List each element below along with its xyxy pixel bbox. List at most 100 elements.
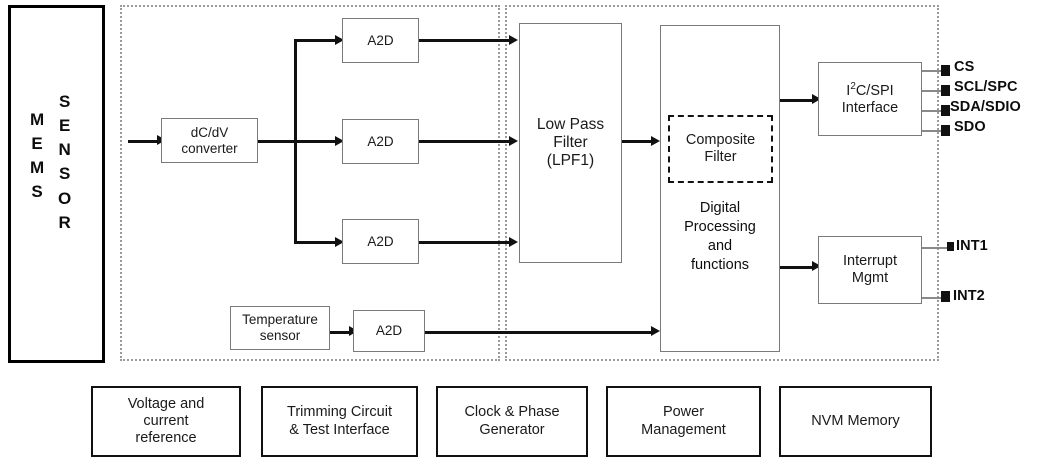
support-2-line2: Generator [479, 421, 545, 438]
connector-adc-x-to-lpf [419, 39, 511, 42]
pin-stub-cs [922, 70, 944, 72]
arrowhead-lpf-in-z [509, 237, 518, 247]
arrowhead-processing-in-temp [651, 326, 660, 336]
adc-block-temperature[interactable]: A2D [353, 310, 425, 352]
pin-pad-sdo[interactable] [941, 125, 950, 136]
pin-label-cs: CS [954, 59, 975, 75]
arrowhead-adc-x-in [335, 35, 344, 45]
i2c-spi-interface-block[interactable]: I2C/SPI Interface [818, 62, 922, 136]
support-2-line1: Clock & Phase [464, 404, 560, 421]
pin-stub-sdo [922, 130, 944, 132]
interface-line2: Interface [841, 99, 899, 116]
mems-sensor-block[interactable] [8, 5, 105, 363]
composite-filter-line1: Composite [685, 131, 756, 148]
support-block-voltage-current-reference[interactable]: Voltage and current reference [91, 386, 241, 457]
pin-pad-sda[interactable] [941, 105, 950, 116]
lpf-line3: (LPF1) [546, 152, 595, 170]
interface-prefix: I [846, 82, 851, 99]
support-0-line3: reference [135, 430, 197, 447]
arrowhead-lpf-in-x [509, 35, 518, 45]
interface-superscript: 2 [850, 80, 856, 92]
mems-label: M E M S [30, 108, 45, 205]
arrowhead-interrupt-in [812, 261, 821, 271]
pin-label-sda: SDA/SDIO [950, 99, 1021, 115]
pin-pad-int1[interactable] [947, 242, 954, 251]
dcdv-converter-block[interactable]: dC/dV converter [161, 118, 258, 163]
connector-bus-to-adc-z [294, 241, 338, 244]
sensor-letter: E [58, 116, 71, 136]
converter-line2: converter [181, 140, 238, 156]
pin-stub-int2 [922, 297, 942, 299]
mems-letter: E [31, 134, 44, 154]
interrupt-line1: Interrupt [843, 252, 897, 269]
lpf-line2: Filter [553, 133, 588, 151]
sensor-letter: N [58, 140, 72, 160]
connector-adc-bus-vertical [294, 40, 297, 244]
composite-filter-block[interactable]: Composite Filter [668, 115, 773, 183]
arrowhead-lpf-in-y [509, 136, 518, 146]
adc-x-label: A2D [367, 32, 394, 48]
temperature-sensor-block[interactable]: Temperature sensor [230, 306, 330, 350]
pin-pad-int2[interactable] [941, 291, 950, 302]
temp-sensor-line1: Temperature [242, 312, 318, 328]
arrowhead-interface-in [812, 94, 821, 104]
composite-filter-line2: Filter [704, 149, 737, 165]
interface-suffix: C/SPI [855, 82, 894, 99]
mems-letter: M [30, 110, 45, 129]
connector-adc-y-to-lpf [419, 140, 511, 143]
interrupt-line2: Mgmt [851, 270, 889, 286]
support-4-line1: NVM Memory [811, 412, 900, 429]
processing-line2: Processing [684, 218, 756, 235]
support-0-line1: Voltage and [127, 395, 205, 412]
digital-section-region [505, 5, 939, 361]
connector-processing-to-interface [780, 99, 815, 102]
interrupt-mgmt-block[interactable]: Interrupt Mgmt [818, 236, 922, 304]
pin-stub-sda [922, 110, 944, 112]
pin-pad-cs[interactable] [941, 65, 950, 76]
support-1-line1: Trimming Circuit [287, 404, 392, 421]
support-3-line2: Management [641, 421, 726, 438]
connector-temp-to-adc [330, 331, 352, 334]
mems-letter: S [31, 182, 44, 202]
temp-sensor-line2: sensor [259, 328, 301, 343]
pin-label-scl: SCL/SPC [954, 79, 1018, 95]
sensor-letter: S [58, 164, 71, 184]
sensor-letter: S [58, 92, 71, 111]
sensor-letter: R [58, 212, 72, 232]
support-block-nvm-memory[interactable]: NVM Memory [779, 386, 932, 457]
sensor-letter: O [58, 188, 72, 208]
sensor-label: S E N S O R [58, 90, 72, 235]
connector-processing-to-interrupt [780, 266, 815, 269]
pin-label-int1: INT1 [956, 238, 988, 254]
digital-processing-label: Digital Processing and functions [660, 199, 780, 274]
pin-pad-scl[interactable] [941, 85, 950, 96]
adc-z-label: A2D [367, 233, 394, 249]
connector-converter-out [258, 140, 338, 143]
low-pass-filter-block[interactable]: Low Pass Filter (LPF1) [519, 23, 622, 263]
mems-letter: M [30, 158, 45, 178]
support-3-line1: Power [662, 404, 705, 421]
support-block-clock-phase-generator[interactable]: Clock & Phase Generator [436, 386, 588, 457]
adc-temp-label: A2D [375, 323, 403, 339]
interface-line1: I2C/SPI [842, 81, 898, 100]
adc-block-x[interactable]: A2D [342, 18, 419, 63]
pin-label-sdo: SDO [954, 119, 986, 135]
connector-mems-to-converter [128, 140, 160, 143]
adc-y-label: A2D [367, 133, 394, 149]
digital-processing-block[interactable] [660, 25, 780, 352]
connector-adc-temp-to-processing [425, 331, 653, 334]
adc-block-y[interactable]: A2D [342, 119, 419, 164]
pin-stub-int1 [922, 247, 948, 249]
arrowhead-adc-y-in [335, 136, 344, 146]
lpf-line1: Low Pass [536, 115, 605, 133]
analog-front-end-region [120, 5, 500, 361]
processing-line4: functions [690, 256, 750, 273]
converter-line1: dC/dV [190, 124, 229, 140]
support-block-trimming-circuit[interactable]: Trimming Circuit & Test Interface [261, 386, 418, 457]
adc-block-z[interactable]: A2D [342, 219, 419, 264]
connector-lpf-to-processing [622, 140, 654, 143]
arrowhead-processing-in-lpf [651, 136, 660, 146]
connector-bus-to-adc-x [294, 39, 338, 42]
support-block-power-management[interactable]: Power Management [606, 386, 761, 457]
